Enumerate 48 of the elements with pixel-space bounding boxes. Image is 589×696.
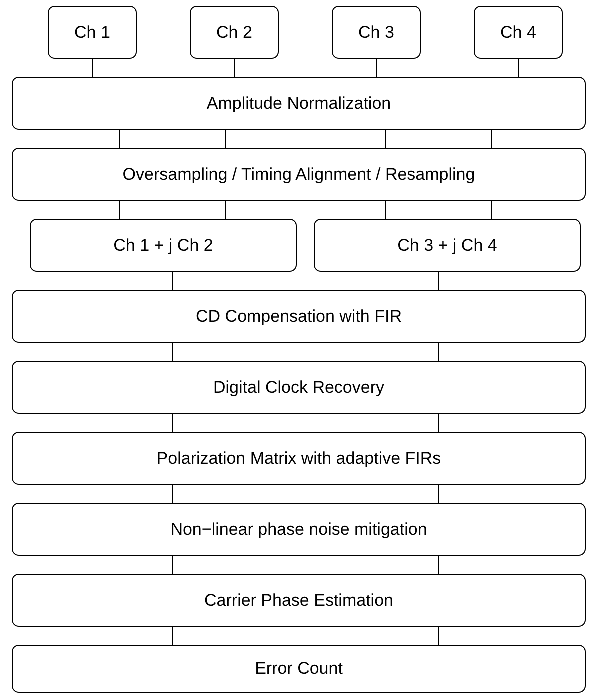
box-label: Digital Clock Recovery <box>214 376 384 398</box>
process-box <box>30 219 297 272</box>
connector-line <box>438 484 439 504</box>
connector-line <box>119 130 120 148</box>
box-label: Ch 2 <box>216 22 252 44</box>
process-box <box>12 432 586 485</box>
connector-line <box>376 58 377 78</box>
process-box <box>48 6 137 59</box>
box-label: Polarization Matrix with adaptive FIRs <box>156 448 442 470</box>
process-box <box>12 290 586 343</box>
connector-line <box>438 556 439 574</box>
connector-line <box>172 414 173 432</box>
process-box <box>12 645 586 693</box>
connector-line <box>385 200 386 220</box>
process-box <box>474 6 563 59</box>
box-label: Ch 3 <box>358 22 394 44</box>
process-box <box>12 574 586 627</box>
connector-line <box>172 342 173 362</box>
box-label: CD Compensation with FIR <box>196 306 402 328</box>
connector-line <box>438 414 439 432</box>
process-box <box>12 361 586 414</box>
connector-line <box>438 272 439 290</box>
box-label: Ch 1 + j Ch 2 <box>114 234 214 256</box>
connector-line <box>172 484 173 504</box>
process-box <box>190 6 279 59</box>
connector-line <box>119 200 120 220</box>
process-box <box>12 148 586 201</box>
connector-line <box>172 272 173 290</box>
box-label: Ch 4 <box>500 22 536 44</box>
connector-line <box>172 556 173 574</box>
connector-line <box>172 626 173 646</box>
process-box <box>314 219 581 272</box>
connector-line <box>438 342 439 362</box>
box-label: Ch 1 <box>74 22 110 44</box>
box-label: Carrier Phase Estimation <box>204 590 394 612</box>
box-label: Ch 3 + j Ch 4 <box>398 234 498 256</box>
box-label: Amplitude Normalization <box>206 92 392 114</box>
connector-line <box>92 58 93 78</box>
connector-line <box>518 58 519 78</box>
box-label: Non−linear phase noise mitigation <box>170 518 428 540</box>
connector-line <box>438 626 439 646</box>
connector-line <box>234 58 235 78</box>
process-box <box>332 6 421 59</box>
box-label: Error Count <box>255 658 343 680</box>
process-box <box>12 503 586 556</box>
box-label: Oversampling / Timing Alignment / Resampling <box>122 164 476 186</box>
process-box <box>12 77 586 130</box>
connector-line <box>385 130 386 148</box>
